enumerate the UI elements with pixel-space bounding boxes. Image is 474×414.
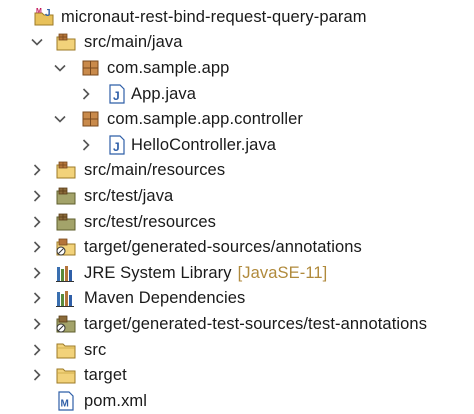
tree-item-target[interactable]: target	[0, 362, 474, 388]
tree-item-src-main-resources[interactable]: src/main/resources	[0, 158, 474, 184]
tree-item-label: target/generated-sources/annotations	[84, 238, 362, 257]
svg-text:J: J	[113, 140, 120, 154]
java-file-icon: J	[106, 135, 128, 155]
tree-item-src-test-resources[interactable]: src/test/resources	[0, 209, 474, 235]
tree-item-label: src/test/resources	[84, 212, 217, 231]
svg-text:J: J	[45, 8, 51, 19]
generated-test-source-folder-icon	[55, 314, 77, 334]
tree-item-label: com.sample.app.controller	[107, 110, 304, 129]
folder-icon	[55, 340, 77, 360]
chevron-right-icon[interactable]	[30, 343, 44, 357]
tree-item-target-generated-sources[interactable]: target/generated-sources/annotations	[0, 234, 474, 260]
library-icon	[55, 288, 77, 308]
tree-item-app-java[interactable]: J App.java	[0, 81, 474, 107]
tree-item-label: src/test/java	[84, 186, 174, 205]
tree-item-label: micronaut-rest-bind-request-query-param	[61, 7, 367, 26]
package-icon	[80, 109, 102, 129]
tree-item-label: target	[84, 366, 127, 385]
source-folder-icon	[55, 160, 77, 180]
chevron-right-icon[interactable]	[30, 215, 44, 229]
library-name: JRE System Library	[84, 263, 232, 282]
library-icon	[55, 263, 77, 283]
svg-text:M: M	[61, 398, 69, 409]
tree-item-project[interactable]: M J micronaut-rest-bind-request-query-pa…	[0, 4, 474, 30]
tree-item-label: src/main/resources	[84, 161, 226, 180]
svg-text:J: J	[113, 89, 120, 103]
tree-item-label: src/main/java	[84, 33, 183, 52]
library-version-decoration: [JavaSE-11]	[237, 263, 328, 282]
tree-item-label: Maven Dependencies	[84, 289, 246, 308]
folder-icon	[55, 365, 77, 385]
chevron-right-icon[interactable]	[30, 163, 44, 177]
tree-item-src[interactable]: src	[0, 337, 474, 363]
chevron-down-icon[interactable]	[30, 35, 44, 49]
tree-item-label: App.java	[131, 84, 197, 103]
tree-item-label: target/generated-test-sources/test-annot…	[84, 314, 428, 333]
tree-item-label: src	[84, 340, 107, 359]
project-explorer-tree: M J micronaut-rest-bind-request-query-pa…	[0, 4, 474, 414]
chevron-right-icon[interactable]	[30, 189, 44, 203]
chevron-right-icon[interactable]	[30, 291, 44, 305]
source-folder-icon	[55, 32, 77, 52]
tree-item-src-test-java[interactable]: src/test/java	[0, 183, 474, 209]
tree-item-label: JRE System Library [JavaSE-11]	[84, 263, 327, 283]
tree-item-jre-system-library[interactable]: JRE System Library [JavaSE-11]	[0, 260, 474, 286]
test-source-folder-icon	[55, 212, 77, 232]
tree-item-src-main-java[interactable]: src/main/java	[0, 30, 474, 56]
package-icon	[80, 58, 102, 78]
tree-item-maven-dependencies[interactable]: Maven Dependencies	[0, 286, 474, 312]
tree-item-label: pom.xml	[84, 391, 148, 410]
tree-item-package-com-sample-app-controller[interactable]: com.sample.app.controller	[0, 106, 474, 132]
tree-item-pom-xml[interactable]: M pom.xml	[0, 388, 474, 414]
maven-pom-icon: M	[55, 391, 77, 411]
chevron-right-icon[interactable]	[79, 87, 93, 101]
chevron-right-icon[interactable]	[30, 368, 44, 382]
tree-item-label: HelloController.java	[131, 135, 277, 154]
tree-item-package-com-sample-app[interactable]: com.sample.app	[0, 55, 474, 81]
chevron-right-icon[interactable]	[79, 138, 93, 152]
chevron-down-icon[interactable]	[53, 112, 67, 126]
chevron-down-icon[interactable]	[53, 61, 67, 75]
test-source-folder-icon	[55, 186, 77, 206]
chevron-right-icon[interactable]	[30, 266, 44, 280]
generated-source-folder-icon	[55, 237, 77, 257]
tree-item-target-generated-test-sources[interactable]: target/generated-test-sources/test-annot…	[0, 311, 474, 337]
chevron-right-icon[interactable]	[30, 240, 44, 254]
maven-java-project-icon: M J	[33, 7, 55, 27]
java-file-icon: J	[106, 83, 128, 104]
tree-item-label: com.sample.app	[107, 58, 230, 77]
tree-item-hello-controller-java[interactable]: J HelloController.java	[0, 132, 474, 158]
svg-text:M: M	[36, 8, 42, 15]
chevron-right-icon[interactable]	[30, 317, 44, 331]
